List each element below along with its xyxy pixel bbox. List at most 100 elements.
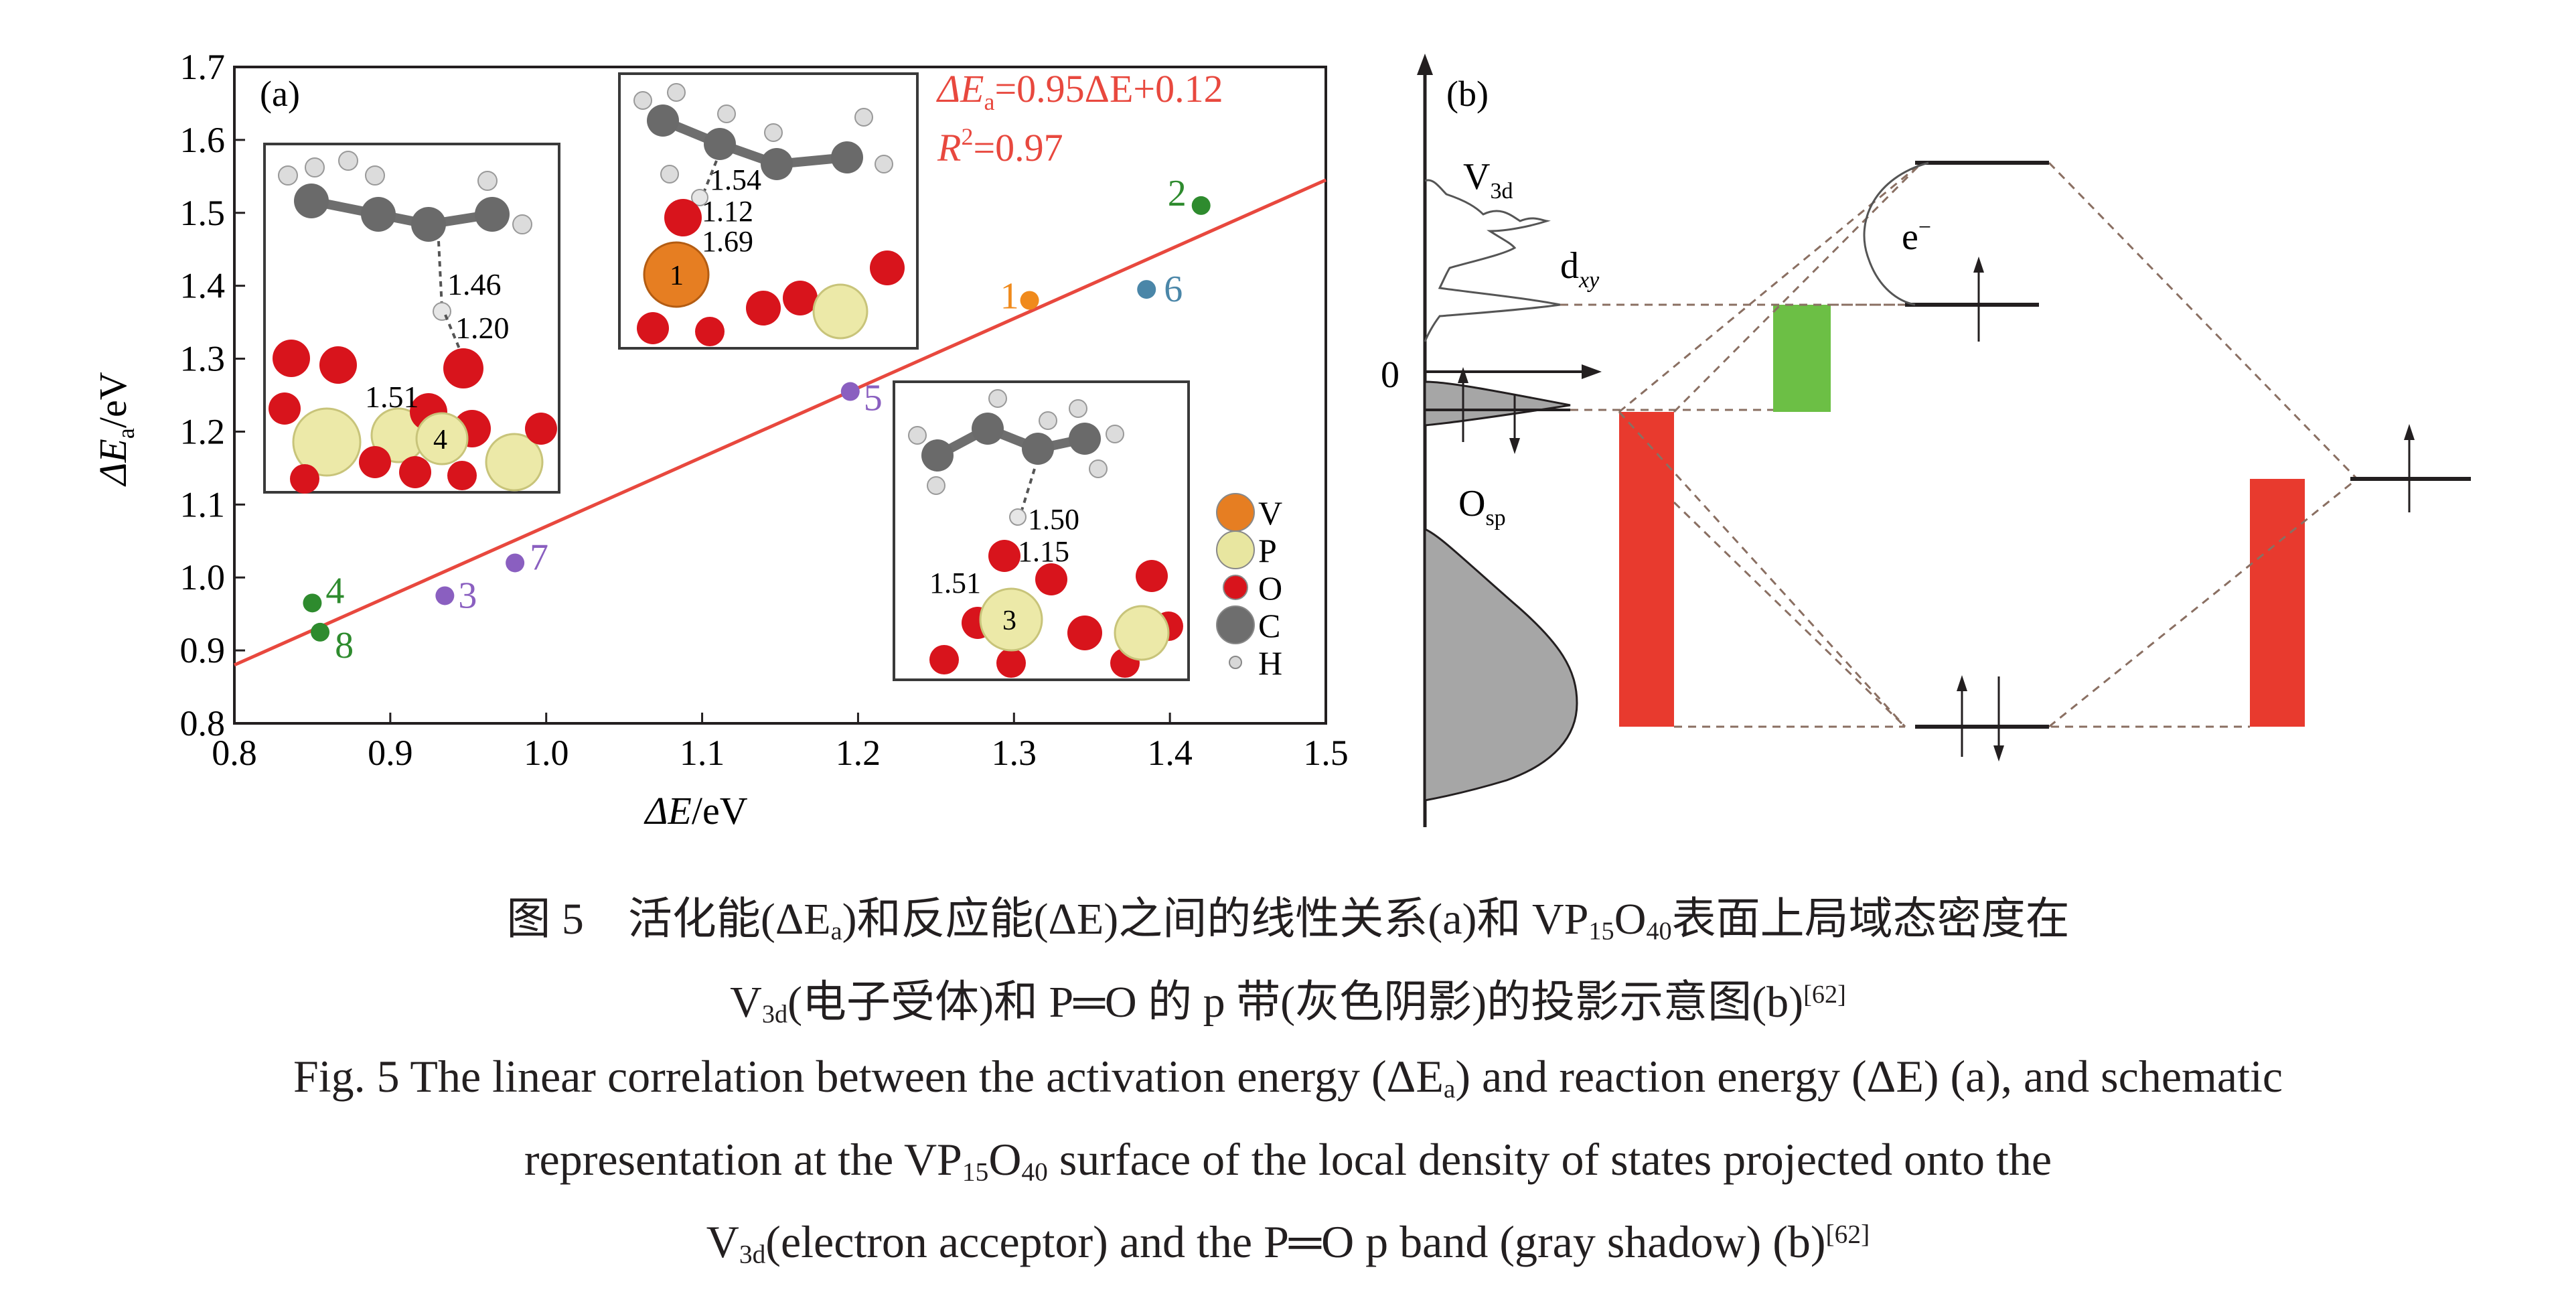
caption-text: (电子受体)和 P═O 的 p 带(灰色阴影)的投影示意图(b) [787, 978, 1804, 1027]
x-tick-label: 0.9 [368, 733, 413, 773]
caption-text: Fig. 5 The linear correlation between th… [293, 1051, 1444, 1102]
data-point-label: 2 [1168, 173, 1187, 214]
legend-atom-swatch [1216, 493, 1255, 532]
bond-length: 1.12 [702, 195, 753, 228]
data-point [840, 382, 860, 401]
caption-en-line-2: representation at the VP15O40 surface of… [0, 1133, 2576, 1187]
data-point [1191, 196, 1211, 215]
caption-text: 表面上局域态密度在 [1671, 895, 2070, 944]
caption-text: V [730, 978, 762, 1027]
legend-atom-label: V [1258, 494, 1282, 532]
inset-structure-site-1: 1.54 1.12 1.69 1 [618, 72, 919, 350]
caption-text: O [988, 1134, 1022, 1185]
y-axis-label: ΔEa/eV [91, 372, 139, 486]
caption-sub: 3d [761, 1000, 788, 1029]
v3d-dos-curve [1424, 179, 1561, 342]
data-point [506, 553, 525, 573]
bond-length: 1.51 [365, 380, 419, 414]
caption-sub: 15 [962, 1157, 989, 1187]
green-band [1773, 305, 1831, 412]
x-tick-label: 1.0 [524, 733, 569, 773]
y-tick-label: 0.8 [180, 703, 226, 743]
caption-text: ) and reaction energy (ΔE) (a), and sche… [1455, 1051, 2283, 1102]
red-band-left [1619, 412, 1674, 727]
caption-text: )和反应能(ΔE)之间的线性关系(a)和 VP [842, 895, 1589, 944]
bond-length: 1.20 [455, 311, 510, 345]
surface-cluster [637, 199, 905, 346]
caption-text: surface of the local density of states p… [1047, 1134, 2052, 1185]
y-tick-label: 1.4 [180, 266, 226, 306]
plot-frame [233, 66, 1327, 725]
x-tick-label: 1.5 [1303, 733, 1349, 773]
caption-text: 图 5 活化能(ΔE [506, 895, 831, 944]
caption-sub: 3d [739, 1239, 766, 1269]
bond-length: 1.15 [1018, 535, 1069, 568]
caption-reference: [62] [1803, 980, 1846, 1009]
data-point [1020, 291, 1039, 310]
fit-line [233, 178, 1327, 667]
caption-text: representation at the VP [524, 1134, 962, 1185]
legend-atom-label: O [1258, 569, 1282, 607]
caption-sub: 15 [1588, 917, 1614, 946]
legend-atom-swatch [1229, 656, 1242, 669]
caption-text: (electron acceptor) and the P═O p band (… [765, 1216, 1826, 1267]
data-point-label: 3 [458, 575, 477, 616]
v3d-label: V3d [1463, 156, 1513, 204]
bond-length: 1.51 [929, 567, 981, 599]
site-number: 4 [433, 425, 447, 455]
data-point-label: 6 [1164, 269, 1183, 310]
osp-label: Osp [1458, 483, 1506, 530]
electron-label: e− [1902, 215, 1931, 258]
legend-atom-swatch [1216, 605, 1255, 644]
inset-structure-site-3: 1.50 1.15 1.51 3 [893, 380, 1190, 681]
caption-sub: 40 [1646, 917, 1672, 946]
caption-en-line-3: V3d(electron acceptor) and the P═O p ban… [0, 1216, 2576, 1270]
caption-zh-line-1: 图 5 活化能(ΔEa)和反应能(ΔE)之间的线性关系(a)和 VP15O40表… [0, 883, 2576, 947]
propene-molecule [633, 83, 893, 184]
caption-reference: [62] [1825, 1219, 1870, 1249]
surface-cluster [929, 540, 1183, 678]
caption-sub: 40 [1021, 1157, 1048, 1187]
panel-b-label: (b) [1446, 74, 1489, 114]
site-number: 3 [1002, 605, 1016, 636]
energy-axis-arrow [1417, 54, 1433, 75]
inset-structure-site-4: 1.46 1.20 1.51 4 [263, 143, 560, 494]
y-tick-label: 1.2 [180, 411, 226, 451]
y-tick-label: 1.0 [180, 557, 226, 597]
data-point-label: 1 [1000, 275, 1019, 317]
site-number: 1 [670, 261, 684, 291]
x-tick-label: 1.3 [992, 733, 1037, 773]
caption-text: V [706, 1216, 739, 1267]
surface-cluster [269, 340, 557, 494]
dxy-label: dxy [1560, 245, 1600, 293]
legend-atom-label: H [1258, 644, 1282, 682]
panel-b-dos-schematic: (b) V3d dxy 0 Osp [1381, 54, 2471, 827]
y-axis-ticks: 0.80.91.01.11.21.31.41.51.61.7 [180, 47, 245, 743]
y-tick-label: 1.3 [180, 339, 226, 379]
caption-sub: a [1443, 1074, 1456, 1104]
electron-transfer-curve [1863, 161, 1929, 306]
bond-length: 1.50 [1028, 503, 1079, 536]
x-axis-label: ΔE/eV [643, 789, 747, 833]
bond-length: 1.69 [702, 225, 753, 258]
red-band-right [2250, 479, 2305, 727]
osp-dos-band [1424, 527, 1578, 802]
propene-molecule [908, 389, 1124, 495]
data-point [435, 586, 455, 605]
r-squared: R2=0.97 [937, 123, 1063, 169]
data-point-label: 7 [530, 536, 548, 578]
fit-equation: ΔEa=0.95ΔE+0.12 [936, 67, 1223, 115]
y-tick-label: 1.7 [180, 47, 226, 87]
bond-length: 1.46 [447, 267, 502, 301]
zero-energy-label: 0 [1381, 354, 1399, 396]
legend-atom-label: P [1258, 532, 1277, 569]
data-point-label: 8 [335, 625, 354, 666]
panel-a-label: (a) [260, 74, 300, 114]
legend-atom-label: C [1258, 607, 1280, 644]
osp-dos-peak [1424, 380, 1571, 427]
caption-sub: a [830, 917, 842, 946]
data-point [1137, 280, 1156, 299]
